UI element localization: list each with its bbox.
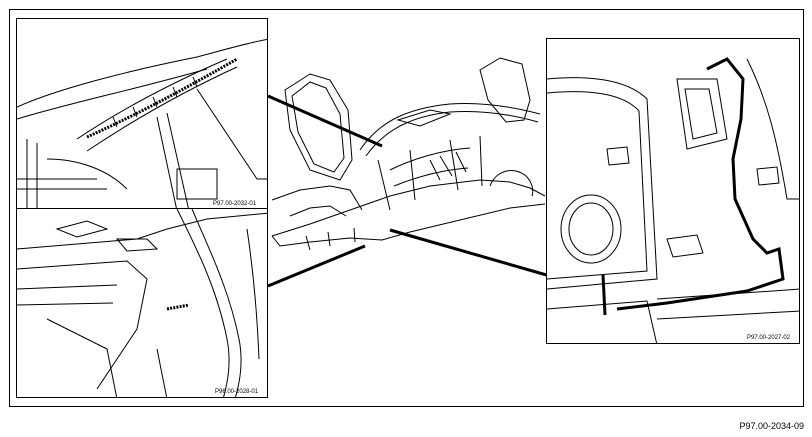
- detail-panel-right: P97.00-2027-02: [546, 38, 800, 344]
- door-aperture-seam-drawing: [547, 57, 799, 343]
- detail-panel-bottom-left: P96.00-2028-01: [16, 208, 268, 398]
- a-pillar-seam-drawing: [17, 38, 267, 209]
- car-body-shell-illustration: [267, 57, 551, 288]
- b-pillar-seam-drawing: [17, 209, 267, 397]
- panel-code-top-left: P97.00-2032-01: [213, 201, 257, 207]
- detail-panel-top-left: P97.00-2032-01: [16, 18, 268, 210]
- document-number: P97.00-2034-09: [739, 421, 804, 431]
- panel-code-bottom-left: P96.00-2028-01: [215, 389, 259, 395]
- figure-frame: P97.00-2032-01 P96.00-2028-01: [9, 9, 804, 407]
- panel-code-right: P97.00-2027-02: [747, 335, 791, 341]
